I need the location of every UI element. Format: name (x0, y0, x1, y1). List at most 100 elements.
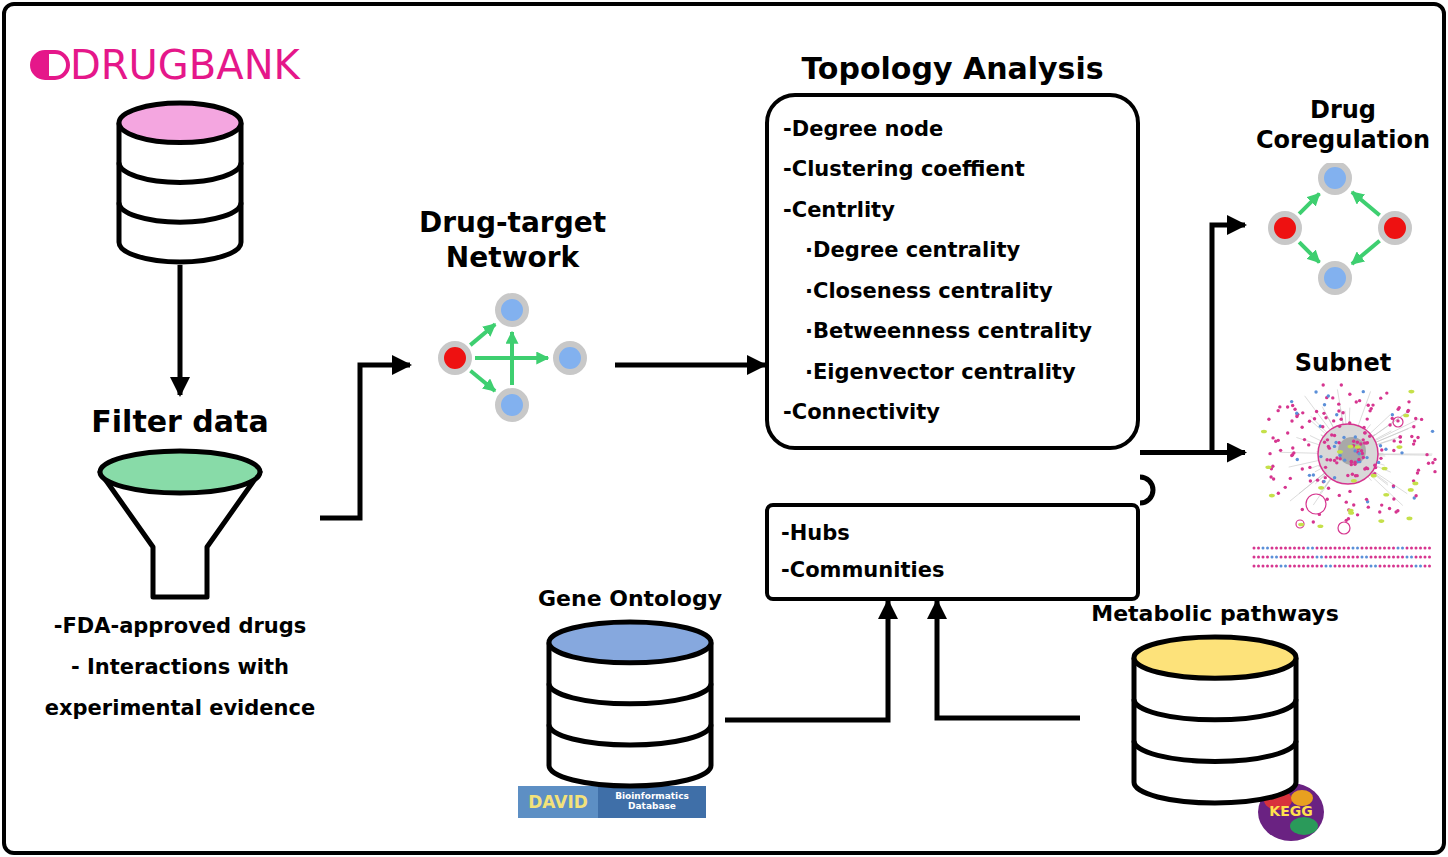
drawn-circle (1343, 458, 1346, 461)
node-heading: Filter data (91, 403, 268, 441)
drawn-ellipse (119, 103, 241, 143)
drawn-circle (1275, 547, 1278, 550)
drawn-ellipse (1408, 390, 1414, 394)
drawn-circle (1400, 451, 1403, 454)
drawn-circle (1341, 411, 1344, 414)
drawn-circle (1291, 446, 1294, 449)
drawn-circle (1257, 556, 1260, 559)
drawn-circle (1379, 444, 1382, 447)
drawn-circle (1362, 456, 1365, 459)
drawn-circle (1269, 475, 1272, 478)
subnet-illustration (1248, 382, 1438, 574)
drawn-circle (1368, 435, 1371, 438)
node-heading: DRUGBANK (70, 40, 300, 90)
drawn-circle (1419, 565, 1422, 568)
drawn-circle (1268, 452, 1271, 455)
drawn-circle (1366, 467, 1369, 470)
drawn-circle (1322, 480, 1325, 483)
drawn-circle (1348, 393, 1351, 396)
drawn-circle (1319, 455, 1322, 458)
drawn-rect (32, 52, 68, 78)
drawn-circle (1322, 480, 1325, 483)
drawn-circle (1271, 565, 1274, 568)
drawn-path (549, 683, 711, 703)
drawn-circle (1410, 565, 1413, 568)
drawn-circle (1302, 547, 1305, 550)
drawn-circle (1333, 445, 1336, 448)
drawn-ellipse (1412, 482, 1418, 486)
drawn-circle (1271, 547, 1274, 550)
network-arrow (470, 324, 495, 345)
drawn-circle (1370, 556, 1373, 559)
drawn-ellipse (1318, 486, 1324, 490)
pill-icon (30, 48, 70, 82)
drawn-circle (1312, 520, 1315, 523)
drawn-circle (1334, 547, 1337, 550)
drawn-circle (1424, 565, 1427, 568)
drawn-circle (1365, 498, 1368, 501)
diagram-node: Drug Coregulation (1245, 95, 1441, 303)
drawn-circle (1348, 490, 1351, 493)
drawn-circle (1290, 400, 1293, 403)
network-node-dot (498, 296, 526, 324)
node-text: - Interactions with experimental evidenc… (40, 647, 320, 729)
drawn-circle (1334, 556, 1337, 559)
drawn-circle (1322, 412, 1325, 415)
network-node-dot (1381, 214, 1409, 242)
drawn-circle (1397, 556, 1400, 559)
drawn-circle (1301, 467, 1304, 470)
drawn-circle (1392, 556, 1395, 559)
drawn-circle (1370, 565, 1373, 568)
drawn-circle (1428, 565, 1431, 568)
drawn-circle (1374, 556, 1377, 559)
drawn-circle (1284, 547, 1287, 550)
drawn-circle (1352, 440, 1355, 443)
drawn-circle (1363, 431, 1366, 434)
drawn-circle (1296, 458, 1299, 461)
drawn-ellipse (549, 622, 711, 663)
drawn-circle (1266, 547, 1269, 550)
drawn-circle (1306, 494, 1326, 514)
drawn-circle (1350, 463, 1353, 466)
drawn-circle (1379, 396, 1382, 399)
node-text: ·Betweenness centrality (805, 311, 1122, 352)
network-arrow (1352, 241, 1380, 264)
drawn-circle (1266, 565, 1269, 568)
drawn-circle (1340, 383, 1343, 386)
logo-row: DRUGBANK (30, 40, 300, 90)
drawn-circle (1293, 547, 1296, 550)
drawn-circle (1289, 556, 1292, 559)
drawn-circle (1352, 556, 1355, 559)
drawn-circle (1352, 547, 1355, 550)
drawn-circle (1332, 419, 1335, 422)
drawn-circle (1307, 547, 1310, 550)
drawn-circle (1379, 556, 1382, 559)
drawn-circle (1279, 449, 1282, 452)
drawn-ellipse (1269, 494, 1275, 498)
drawn-circle (1307, 443, 1310, 446)
drawn-circle (1388, 423, 1391, 426)
drawn-circle (1316, 478, 1319, 481)
drawn-circle (1293, 556, 1296, 559)
drawn-circle (1359, 442, 1362, 445)
drawn-circle (1338, 425, 1341, 428)
drawn-circle (1388, 547, 1391, 550)
drawn-circle (1356, 547, 1359, 550)
drawn-circle (1392, 439, 1395, 442)
drawn-circle (1352, 503, 1355, 506)
node-heading: -Hubs (781, 515, 850, 552)
diagram-node: Subnet (1245, 348, 1441, 574)
drawn-circle (1338, 522, 1350, 534)
drawn-circle (1295, 412, 1298, 415)
drawn-circle (1276, 409, 1279, 412)
network-icon (410, 283, 615, 433)
drawn-circle (1280, 565, 1283, 568)
drawn-circle (1406, 410, 1409, 413)
drawn-circle (1357, 452, 1360, 455)
drawn-circle (1365, 556, 1368, 559)
drawn-circle (1262, 565, 1265, 568)
drawn-circle (1347, 565, 1350, 568)
diagram-node: Drug-target Network (410, 205, 615, 433)
drawn-circle (1414, 417, 1417, 420)
